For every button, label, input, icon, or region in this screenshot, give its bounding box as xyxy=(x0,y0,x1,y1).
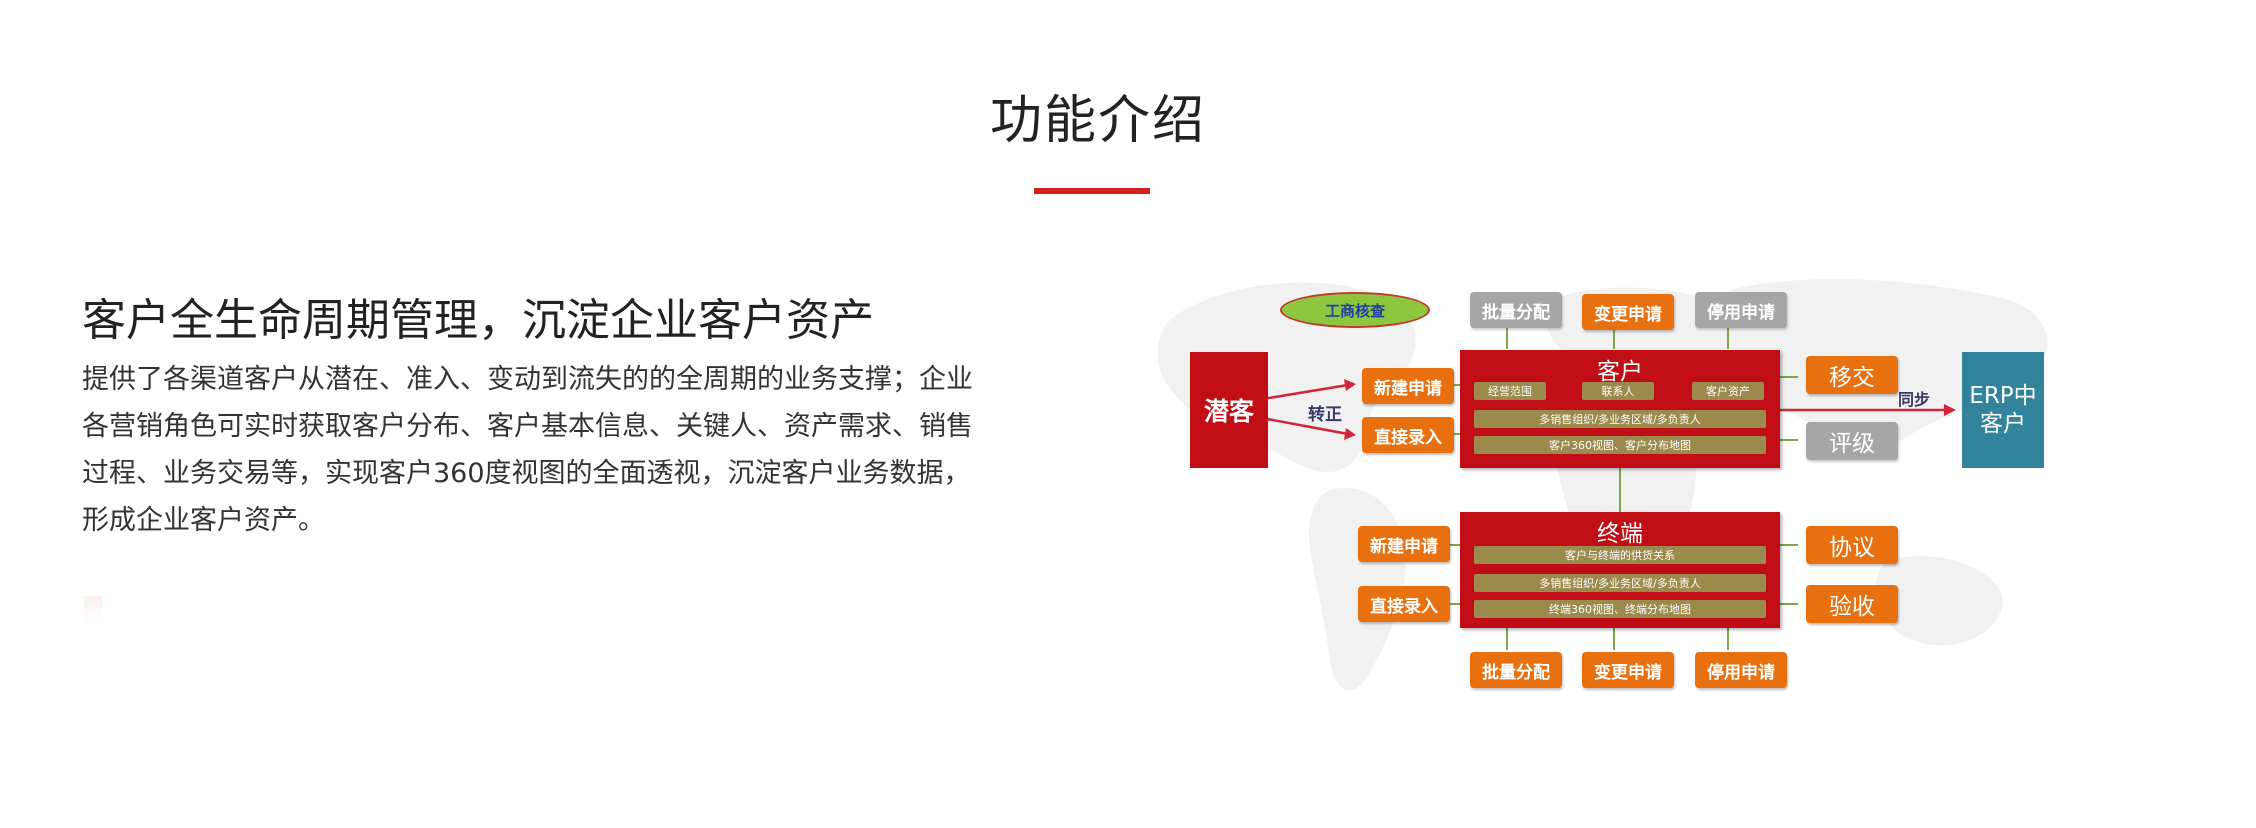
description-line: 各营销角色可实时获取客户分布、客户基本信息、关键人、资产需求、销售 xyxy=(82,411,973,442)
batch-assign-bottom: 批量分配 xyxy=(1470,652,1562,688)
customer-panel-title: 客户 xyxy=(1597,359,1643,385)
customer-tag: 联系人 xyxy=(1582,382,1654,400)
acceptance-box: 验收 xyxy=(1806,585,1898,623)
terminal-bar: 终端360视图、终端分布地图 xyxy=(1474,600,1766,618)
customer-tag: 客户资产 xyxy=(1692,382,1764,400)
feature-heading: 客户全生命周期管理，沉淀企业客户资产 xyxy=(82,295,874,346)
customer-bar: 客户360视图、客户分布地图 xyxy=(1474,436,1766,454)
description-line: 提供了各渠道客户从潜在、准入、变动到流失的的全周期的业务支撑；企业 xyxy=(82,364,973,395)
section-title: 功能介绍 xyxy=(989,91,1206,151)
new-application-terminal: 新建申请 xyxy=(1358,526,1450,562)
deactivate-request-top: 停用申请 xyxy=(1695,292,1787,328)
customer-tag: 经营范围 xyxy=(1474,382,1546,400)
customer-lifecycle-diagram: 工商核查 潜客 转正 批量分配 变更申请 停用申请 新建申请 直接录入 客户 经… xyxy=(1130,260,2080,710)
prospect-block: 潜客 xyxy=(1190,352,1268,468)
description-line: 形成企业客户资产。 xyxy=(82,505,325,536)
direct-entry-terminal: 直接录入 xyxy=(1358,586,1450,622)
faint-mark xyxy=(84,596,102,624)
terminal-bar: 多销售组织/多业务区域/多负责人 xyxy=(1474,574,1766,592)
description-line: 过程、业务交易等，实现客户360度视图的全面透视，沉淀客户业务数据， xyxy=(82,458,971,489)
terminal-panel: 终端 客户与终端的供货关系 多销售组织/多业务区域/多负责人 终端360视图、终… xyxy=(1460,512,1780,628)
erp-customer-block: ERP中 客户 xyxy=(1962,352,2044,468)
batch-assign-top: 批量分配 xyxy=(1470,292,1562,328)
customer-panel: 客户 经营范围 联系人 客户资产 多销售组织/多业务区域/多负责人 客户360视… xyxy=(1460,350,1780,468)
convert-label: 转正 xyxy=(1308,405,1342,425)
agreement-box: 协议 xyxy=(1806,526,1898,564)
deactivate-request-bottom: 停用申请 xyxy=(1695,652,1787,688)
terminal-panel-title: 终端 xyxy=(1597,521,1643,547)
customer-bar: 多销售组织/多业务区域/多负责人 xyxy=(1474,410,1766,428)
terminal-bar: 客户与终端的供货关系 xyxy=(1474,546,1766,564)
rating-box: 评级 xyxy=(1806,422,1898,460)
direct-entry-customer: 直接录入 xyxy=(1362,417,1454,453)
new-application-customer: 新建申请 xyxy=(1362,368,1454,404)
transfer-box: 移交 xyxy=(1806,356,1898,394)
erp-label-line: ERP中 xyxy=(1969,383,2037,409)
erp-label-line: 客户 xyxy=(1980,411,2026,437)
change-request-bottom: 变更申请 xyxy=(1582,652,1674,688)
business-verification-ellipse: 工商核查 xyxy=(1280,292,1430,328)
change-request-top: 变更申请 xyxy=(1582,294,1674,330)
sync-label: 同步 xyxy=(1898,390,1931,409)
title-underline xyxy=(1034,188,1150,194)
feature-description: 提供了各渠道客户从潜在、准入、变动到流失的的全周期的业务支撑；企业 各营销角色可… xyxy=(82,356,1052,544)
